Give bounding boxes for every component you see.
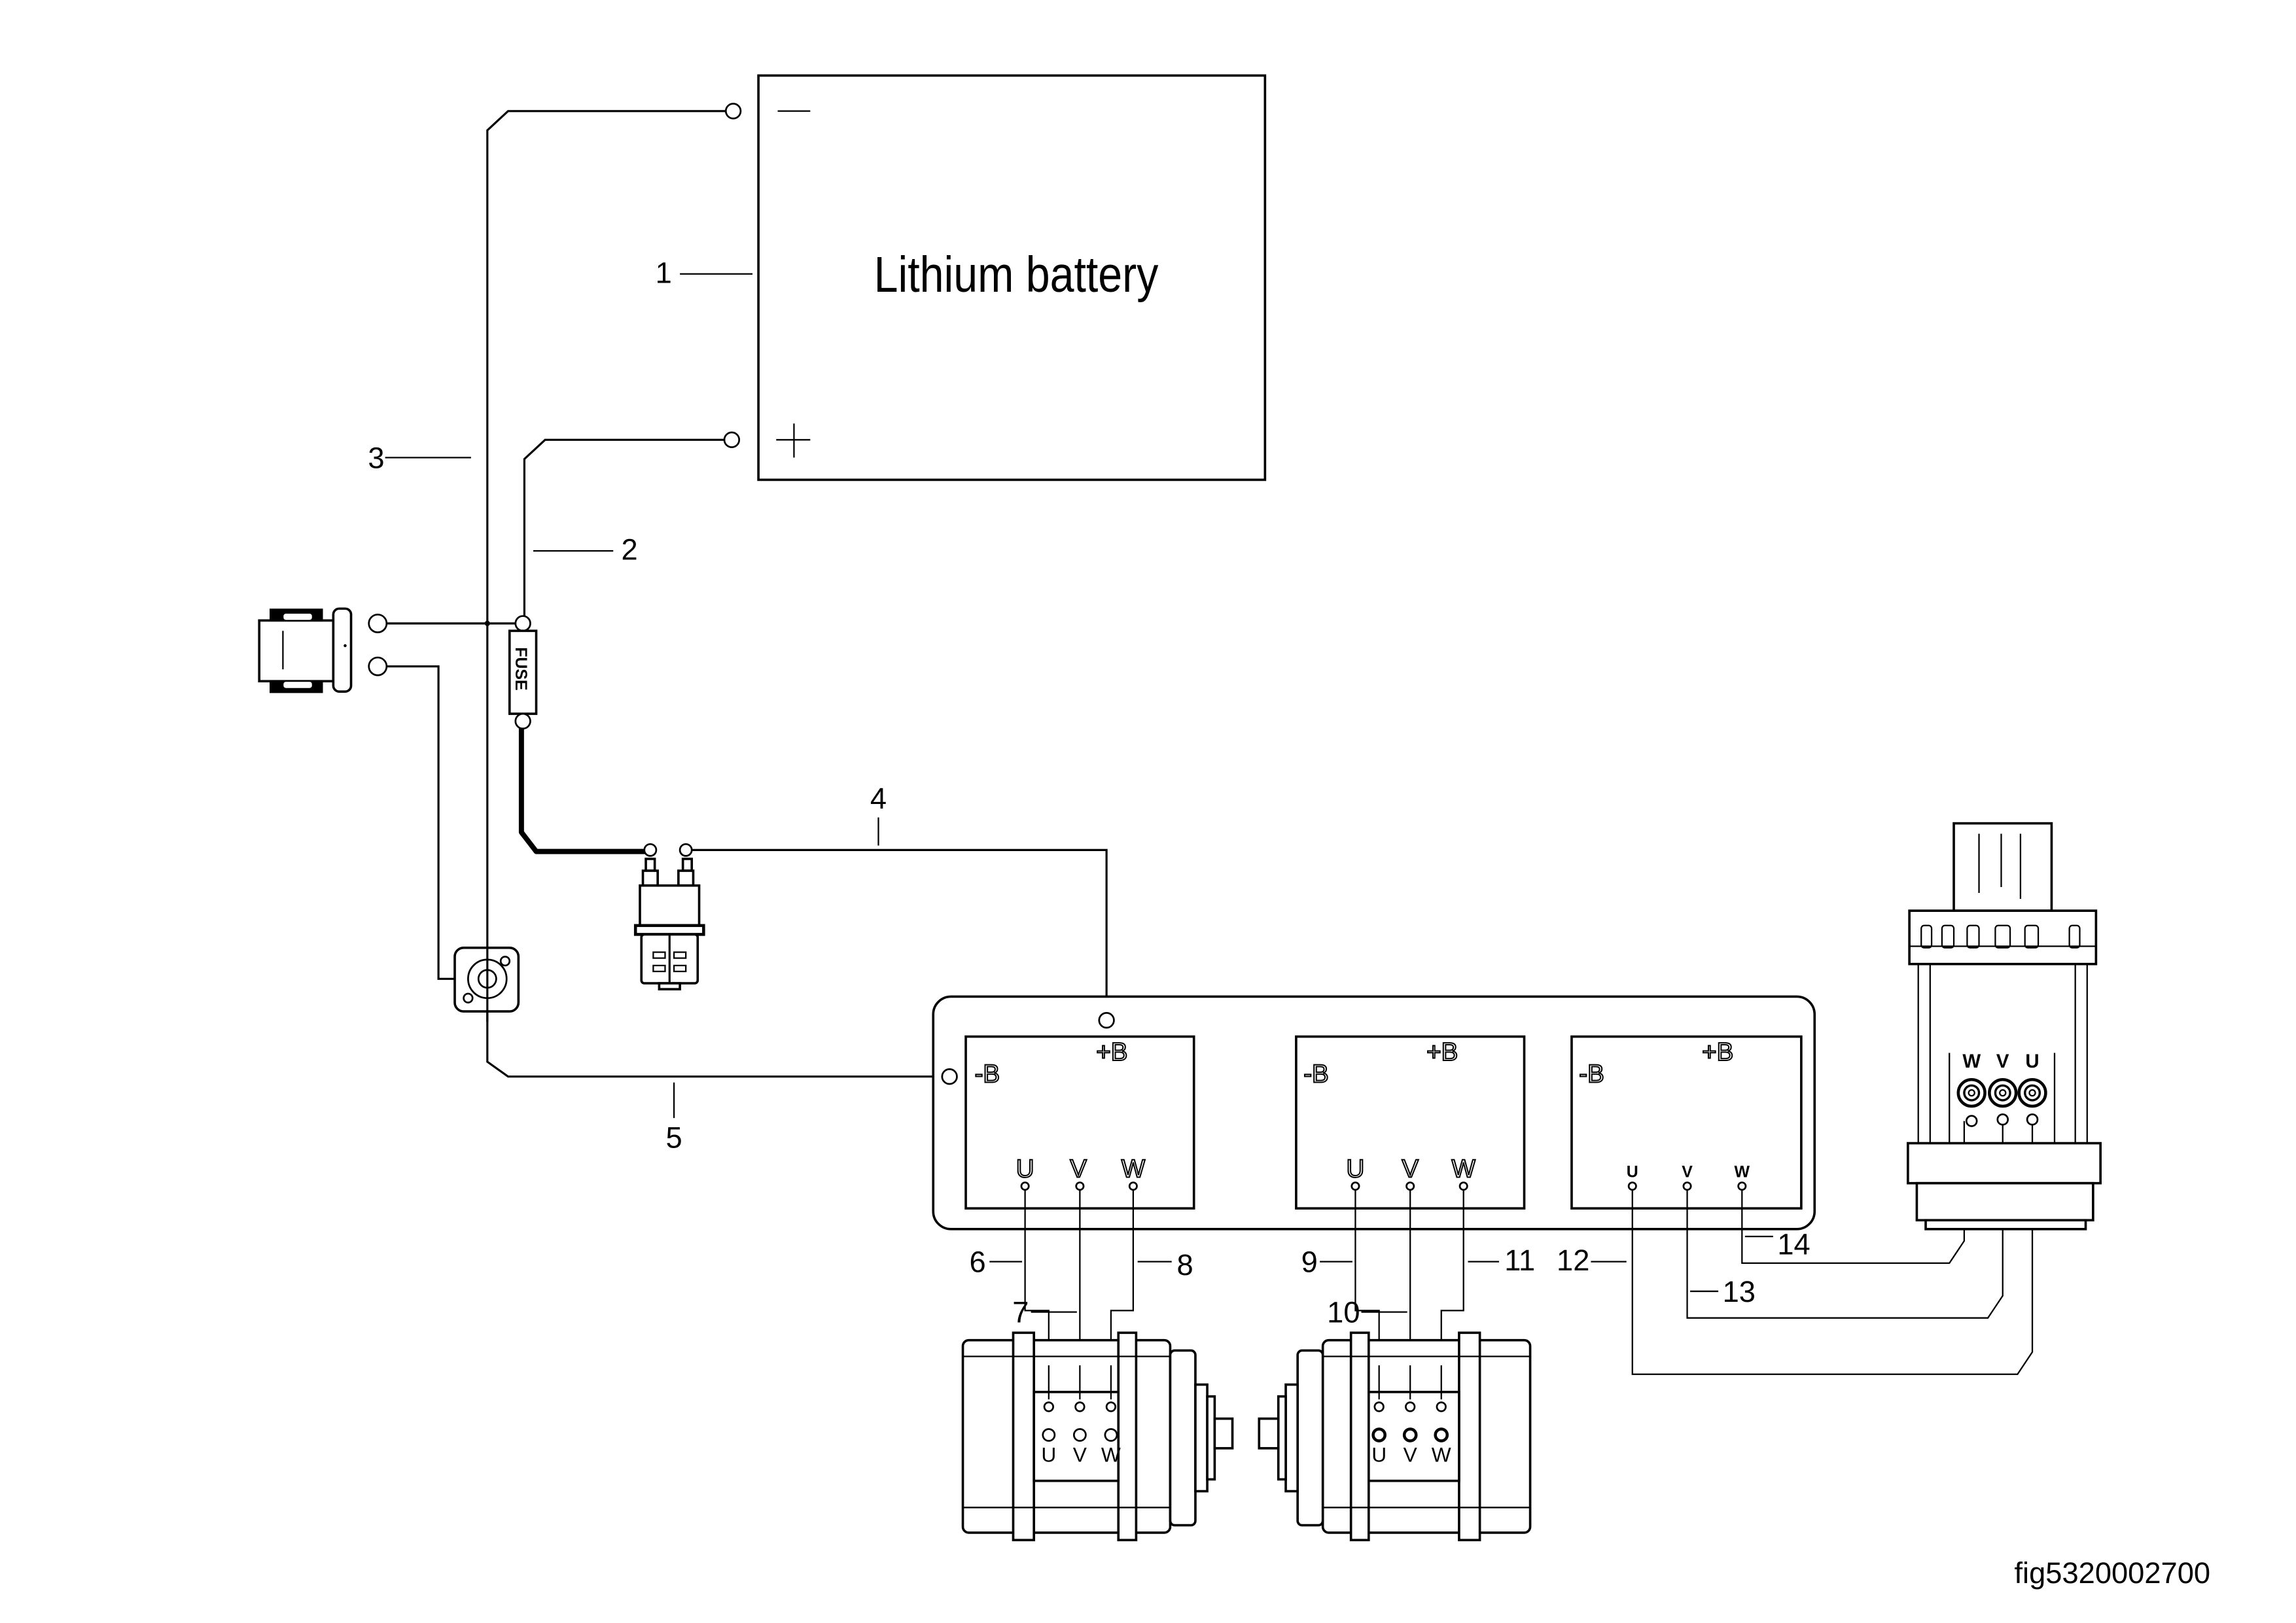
callout-10: 10	[1327, 1295, 1360, 1329]
traction-motor-1: U V W	[961, 1331, 1234, 1542]
callout-11: 11	[1504, 1244, 1535, 1277]
wire-2-positive	[523, 438, 725, 621]
pump-terminal-w[interactable]	[1965, 1115, 1978, 1127]
pump-terminal-u[interactable]	[2026, 1113, 2039, 1126]
callout-2: 2	[622, 533, 638, 567]
round-connector	[453, 946, 520, 1022]
motor-2-phase-w: W	[1432, 1442, 1451, 1466]
module-1-phase-w: W	[1122, 1155, 1146, 1183]
wire-keyswitch-bottom	[386, 665, 489, 980]
wire-12-u	[1631, 1121, 2034, 1375]
battery-positive-symbol	[776, 423, 811, 458]
callout-13: 13	[1723, 1275, 1756, 1308]
key-switch[interactable]	[258, 607, 388, 693]
callout-7: 7	[1012, 1295, 1029, 1329]
wire-4-contactor-to-controller	[690, 848, 1108, 1012]
callout-1: 1	[656, 256, 672, 289]
module-1-neg-label: -B	[975, 1060, 1000, 1089]
fuse-top-terminal	[514, 615, 531, 632]
motor-1-phase-w: W	[1101, 1442, 1121, 1466]
module-2-phase-v: V	[1402, 1155, 1419, 1183]
module-2-neg-label: -B	[1303, 1060, 1328, 1089]
motor-1-phase-u: U	[1041, 1442, 1056, 1466]
callout-3: 3	[368, 441, 384, 474]
module-3-pos-label: +B	[1702, 1038, 1733, 1066]
module-1-pos-label: +B	[1096, 1038, 1127, 1066]
key-switch-head	[332, 607, 353, 693]
controller-module-3: -B +B U V W	[1570, 1035, 1803, 1210]
callout-9: 9	[1301, 1246, 1318, 1279]
controller-neg-terminal[interactable]	[941, 1068, 958, 1085]
module-3-phase-w: W	[1735, 1163, 1750, 1181]
pump-phase-u: U	[2025, 1051, 2039, 1072]
motor-2-phase-v: V	[1404, 1442, 1417, 1466]
pump-terminal-v[interactable]	[1996, 1113, 2009, 1126]
key-switch-body	[258, 619, 335, 683]
callout-4: 4	[870, 782, 887, 815]
callouts: 1 2 3 4 5 6 7 8 9 10 11 12 13 14	[368, 256, 1810, 1329]
wire-13-v	[1686, 1121, 2004, 1319]
battery-body	[757, 74, 1267, 481]
main-contactor	[633, 843, 705, 990]
figure-id: fig5320002700	[2014, 1556, 2210, 1590]
callout-12: 12	[1557, 1244, 1589, 1277]
callout-14: 14	[1777, 1227, 1810, 1261]
controller-module-1: -B +B U V W	[964, 1035, 1195, 1210]
battery-positive-terminal[interactable]	[723, 431, 741, 448]
module-1-phase-v: V	[1070, 1155, 1087, 1183]
module-2-pos-label: +B	[1426, 1038, 1458, 1066]
module-2-phase-u: U	[1347, 1155, 1365, 1183]
fuse-bottom-terminal	[514, 712, 531, 730]
lithium-battery: Lithium battery	[723, 74, 1267, 481]
contactor-terminal-1[interactable]	[643, 843, 658, 857]
module-3-phase-v: V	[1682, 1163, 1693, 1181]
wire-fuse-to-contactor	[518, 722, 646, 854]
controller-pos-terminal[interactable]	[1098, 1012, 1115, 1029]
motor-2-phase-u: U	[1371, 1442, 1386, 1466]
controller-module-2: -B +B U V W	[1295, 1035, 1526, 1210]
wire-3-negative	[486, 110, 942, 1078]
pump-phase-v: V	[1996, 1051, 2009, 1072]
contactor-terminal-2[interactable]	[679, 843, 693, 857]
module-1-phase-u: U	[1016, 1155, 1034, 1183]
pump-phase-w: W	[1962, 1051, 1981, 1072]
callout-6: 6	[970, 1246, 986, 1279]
key-switch-terminal-2[interactable]	[368, 656, 388, 676]
fuse-label: FUSE	[512, 647, 530, 690]
callout-5: 5	[665, 1121, 682, 1154]
battery-negative-terminal[interactable]	[724, 103, 742, 120]
junction-dot	[484, 620, 490, 627]
controller-enclosure: -B +B U V W -B +B U V W -B +B U V W	[932, 995, 1816, 1230]
pump-motor: W V U	[1907, 822, 2102, 1230]
traction-motor-2: U V W	[1258, 1331, 1532, 1542]
module-2-phase-w: W	[1452, 1155, 1476, 1183]
module-3-phase-u: U	[1627, 1163, 1638, 1181]
key-switch-terminal-1[interactable]	[368, 614, 388, 633]
battery-title: Lithium battery	[874, 247, 1159, 303]
fuse: FUSE	[508, 615, 538, 730]
callout-8: 8	[1177, 1248, 1193, 1282]
module-3-neg-label: -B	[1579, 1060, 1604, 1089]
motor-1-phase-v: V	[1073, 1442, 1087, 1466]
